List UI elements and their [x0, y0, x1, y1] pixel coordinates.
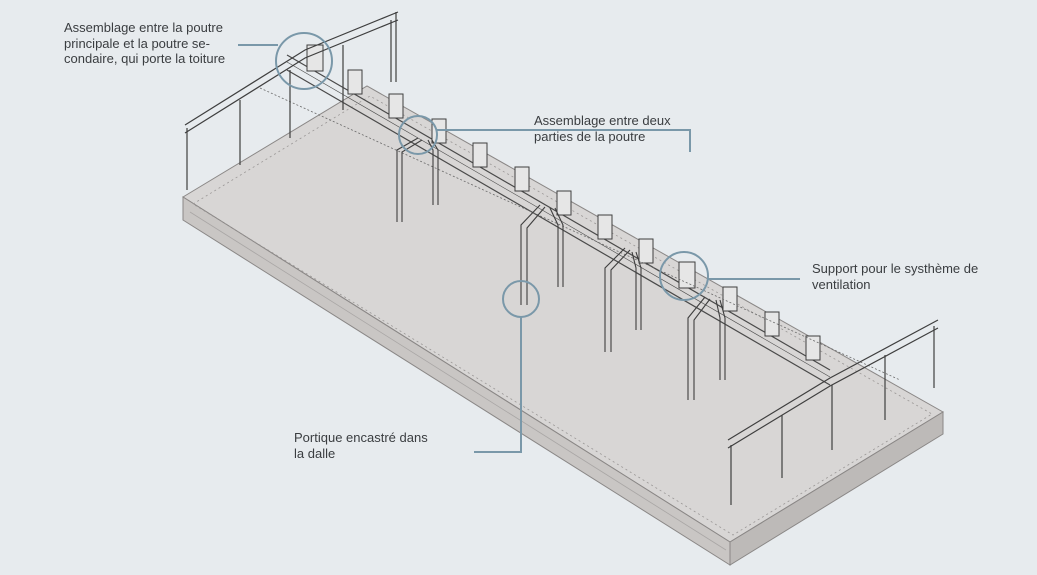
callout-line: la dalle [294, 445, 336, 461]
callout-line: ventilation [812, 276, 871, 292]
callout-line: parties de la poutre [534, 128, 646, 144]
callout-line: Portique encastré dans [294, 430, 428, 445]
callout-circle-1 [275, 32, 333, 90]
callout-circle-2 [398, 115, 438, 155]
callout-label-embedded-portal: Portique encastré dans la dalle [294, 430, 428, 461]
callout-leaders [238, 44, 800, 453]
leader-line-4 [474, 317, 522, 453]
slab-top-face [182, 85, 944, 543]
slab-right-side [729, 411, 944, 566]
callout-line: condaire, qui porte la toiture [64, 51, 226, 66]
concrete-slab [182, 85, 944, 566]
callout-label-beam-splice: Assemblage entre deux parties de la pout… [534, 113, 671, 144]
callout-markers [275, 32, 709, 318]
callout-line: Assemblage entre deux [534, 113, 671, 128]
callout-line: principale et la poutre se- [64, 35, 210, 51]
beam-connectors [306, 44, 821, 361]
callout-line: Assemblage entre la poutre [64, 20, 223, 35]
callout-line: Support pour le systhème de [812, 261, 979, 276]
leader-line-2 [437, 129, 691, 152]
callout-label-beam-junction: Assemblage entre la poutre principale et… [64, 20, 225, 67]
back-gable-frame [184, 11, 399, 190]
purlin-line [259, 87, 901, 381]
callout-circle-3 [659, 251, 709, 301]
portal-frames [396, 137, 726, 400]
front-gable-frame [727, 319, 939, 505]
callout-label-ventilation-support: Support pour le systhème de ventilation [812, 261, 978, 292]
